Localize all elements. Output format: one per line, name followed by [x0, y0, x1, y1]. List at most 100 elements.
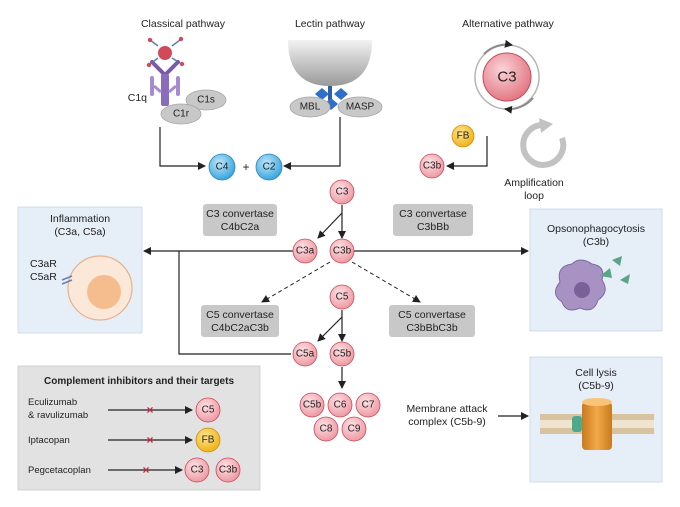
plus-sign: + — [242, 160, 249, 174]
c3-convertase-alternative-title: C3 convertase — [399, 208, 467, 220]
alt-fb-node — [451, 124, 475, 148]
mac-c7-node — [355, 392, 381, 418]
c3-convertase-alternative-name: C3bBb — [417, 221, 449, 233]
c1s-node — [185, 89, 227, 111]
alt-c3-node — [482, 52, 532, 102]
target-c5-label: C5 — [202, 405, 215, 416]
amplification-loop-icon — [520, 118, 567, 168]
c3-convertase-alternative-box — [393, 204, 473, 236]
alt-c3b-label: C3b — [423, 161, 442, 172]
c5b-label: C5b — [333, 349, 352, 360]
c5a-label: C5a — [296, 349, 315, 360]
c3a-node — [292, 238, 318, 264]
mac-c7-label: C7 — [362, 400, 375, 411]
c1r-node — [160, 103, 202, 125]
membrane-pore-icon — [540, 398, 654, 450]
mast-cell-icon — [61, 255, 133, 321]
classical-pathway-title: Classical pathway — [141, 18, 226, 30]
amplification-label-1: Amplification — [504, 177, 564, 189]
amplification-label-2: loop — [524, 190, 544, 202]
mac-c8-label: C8 — [320, 424, 333, 435]
alternative-arrow — [446, 136, 488, 170]
mac-c5b-label: C5b — [303, 400, 322, 411]
inhibitors-title: Complement inhibitors and their targets — [44, 376, 234, 387]
mbl-node — [289, 96, 331, 118]
cell-lysis-title-1: Cell lysis — [575, 367, 616, 379]
dashed-to-c5-classical — [261, 261, 331, 303]
c3-cleave-arrow-left — [317, 212, 343, 239]
target-c3-node — [184, 457, 210, 483]
c5-convertase-classical-box — [201, 305, 279, 337]
c2-node — [255, 153, 283, 181]
mac-label-2: complex (C5b-9) — [408, 416, 486, 428]
mac-c9-node — [341, 416, 367, 442]
c4-label: C4 — [216, 162, 229, 173]
masp-label: MASP — [346, 102, 375, 113]
classical-arrow — [159, 127, 206, 170]
lectin-arrow — [283, 117, 341, 170]
inhibitor-drug-2: Iptacopan — [28, 435, 70, 446]
c1r-label: C1r — [173, 109, 190, 120]
cycle-arrow-icon — [483, 39, 513, 55]
opsonophagocytosis-title-2: (C3b) — [583, 236, 609, 248]
c5-convertase-alternative-name: C3bBbC3b — [406, 322, 458, 334]
inhibitor-drug-1b: & ravulizumab — [28, 410, 88, 421]
c3-convertase-classical-box — [203, 204, 277, 236]
c3-convertase-classical-title: C3 convertase — [206, 208, 274, 220]
masp-node — [337, 96, 383, 118]
c4-node — [208, 153, 236, 181]
mac-c8-node — [313, 416, 339, 442]
lectin-pathway-title: Lectin pathway — [295, 18, 366, 30]
alt-c3b-node — [419, 153, 445, 179]
c3b-label: C3b — [333, 246, 352, 257]
mac-c6-label: C6 — [334, 400, 347, 411]
c3ar-label: C3aR — [30, 258, 57, 270]
mac-c6-node — [327, 392, 353, 418]
cell-lysis-title-2: (C5b-9) — [578, 380, 614, 392]
inhibit-x-icon-1: × — [146, 403, 153, 417]
c5a-return-line — [178, 251, 291, 355]
dashed-to-c5-alternative — [351, 261, 421, 303]
mbl-label: MBL — [300, 102, 321, 113]
c5-convertase-alternative-title: C5 convertase — [398, 309, 466, 321]
c5-label: C5 — [336, 292, 349, 303]
target-fb-node — [195, 427, 221, 453]
target-c5-node — [195, 397, 221, 423]
macrophage-icon — [555, 256, 630, 311]
target-c3-label: C3 — [191, 465, 204, 476]
alt-c3-label: C3 — [497, 69, 516, 86]
inhibitor-drug-1a: Eculizumab — [28, 397, 77, 408]
target-c3b-label: C3b — [219, 465, 238, 476]
c3a-label: C3a — [296, 246, 315, 257]
c5-cleave-arrow-left — [317, 316, 343, 342]
mac-label-1: Membrane attack — [406, 403, 488, 415]
c5b-node — [329, 341, 355, 367]
c1q-label: C1q — [128, 92, 147, 104]
c3-node — [329, 179, 355, 205]
inhibitor-drug-3: Pegcetacoplan — [28, 465, 91, 476]
cycle-arrow-icon-2 — [504, 97, 534, 114]
c3-convertase-classical-name: C4bC2a — [221, 221, 260, 233]
c5-convertase-classical-name: C4bC2aC3b — [211, 322, 269, 334]
c1-complex-icon — [146, 36, 185, 106]
c1s-label: C1s — [197, 95, 215, 106]
inhibit-x-icon-2: × — [146, 433, 153, 447]
inflammation-title-2: (C3a, C5a) — [54, 226, 105, 238]
target-c3b-node — [215, 457, 241, 483]
mac-c5b-node — [299, 392, 325, 418]
mac-c9-label: C9 — [348, 424, 361, 435]
lectin-surface-icon — [288, 40, 372, 86]
alt-fb-label: FB — [457, 131, 470, 142]
c3-label: C3 — [336, 187, 349, 198]
inhibit-x-icon-3: × — [142, 463, 149, 477]
c5-convertase-classical-title: C5 convertase — [206, 309, 274, 321]
opsonophagocytosis-title-1: Opsonophagocytosis — [547, 223, 645, 235]
c5-node — [329, 284, 355, 310]
c5-convertase-alternative-box — [389, 305, 475, 337]
inflammation-title-1: Inflammation — [50, 213, 110, 225]
c3b-node — [329, 238, 355, 264]
c5a-node — [292, 341, 318, 367]
c5ar-label: C5aR — [30, 271, 57, 283]
